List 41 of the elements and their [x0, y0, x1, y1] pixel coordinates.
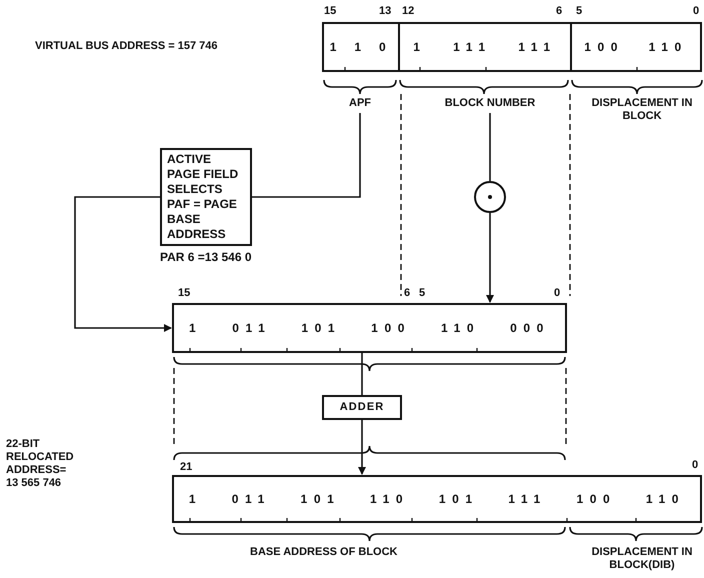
connector-line: [361, 353, 363, 395]
bit-number: 6: [404, 287, 410, 299]
register-field: [398, 22, 572, 72]
connector-line: [486, 213, 494, 303]
bit-number: 15: [178, 287, 190, 299]
field-label: DISPLACEMENT IN BLOCK(DIB): [590, 546, 694, 572]
bit-values: 1 011 101 110 101 111 100 110: [188, 492, 686, 506]
bit-number: 0: [554, 287, 560, 299]
register-field: [172, 303, 567, 353]
register-field: [570, 22, 702, 72]
bit-number: 5: [419, 287, 426, 299]
junction-circle: [474, 181, 506, 213]
box-text: ACTIVE PAGE FIELD SELECTS PAF = PAGE BASE ADDRESS: [167, 152, 240, 242]
box-text: ADDER: [340, 400, 384, 415]
register-value: PAR 6 =13 546 0: [160, 250, 252, 264]
bit-values: 1 011 101 100 110 000: [188, 321, 551, 335]
register-field: [172, 475, 702, 523]
connector-line: [252, 113, 361, 198]
bit-number: 6: [556, 5, 562, 17]
bit-number: 0: [693, 5, 700, 17]
field-label: BLOCK NUMBER: [444, 97, 536, 109]
field-label: DISPLACEMENT IN BLOCK: [590, 97, 694, 123]
field-label: BASE ADDRESS OF BLOCK: [250, 546, 398, 558]
bit-number: 12: [402, 5, 414, 17]
bit-number: 13: [379, 5, 392, 17]
connector-line: [74, 196, 172, 332]
register-field: [322, 22, 400, 72]
bit-values: 100 110: [583, 40, 689, 54]
bit-values: 1 1 0: [328, 40, 394, 54]
caption-text: VIRTUAL BUS ADDRESS = 157 746: [35, 40, 218, 52]
field-label: APF: [348, 97, 372, 109]
bit-values: 1 111 111: [412, 40, 558, 54]
bit-number: 21: [180, 461, 192, 473]
connector-line: [358, 420, 366, 475]
bit-number: 5: [576, 5, 582, 17]
bit-number: 15: [324, 5, 336, 17]
process-box: [160, 148, 252, 246]
connector-line: [489, 113, 491, 181]
bit-number: 0: [692, 459, 698, 471]
adder-box: [322, 395, 402, 420]
caption-text: 22-BIT RELOCATED ADDRESS= 13 565 746: [6, 438, 75, 490]
